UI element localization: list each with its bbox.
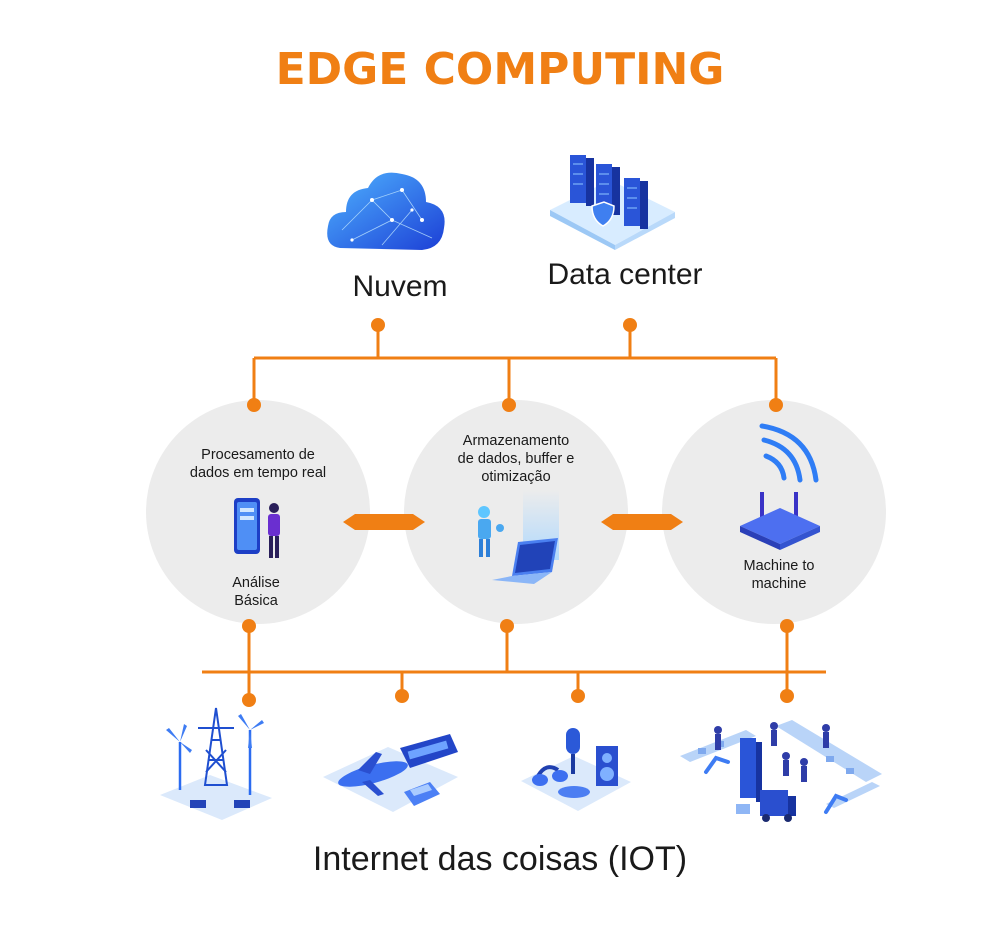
cloud-label: Nuvem (352, 270, 448, 303)
laptop-user-icon (478, 506, 558, 584)
cloud-icon (327, 172, 445, 250)
wind-energy-icon (160, 707, 272, 820)
datacenter-icon (550, 155, 675, 250)
page-title: EDGE COMPUTING (275, 44, 725, 95)
transport-icon (323, 734, 458, 812)
right-node-text: Machine to machine (743, 558, 815, 592)
tablet-user-icon (234, 498, 280, 558)
edge-node-center (404, 400, 628, 624)
center-node-text: Armazenamento de dados, buffer e otimiza… (457, 433, 575, 485)
audio-devices-icon (521, 728, 631, 811)
left-node-top-text: Procesamento de dados em tempo real (189, 447, 327, 481)
datacenter-label: Data center (547, 258, 703, 291)
wifi-router-icon (740, 423, 820, 550)
left-node-bottom-text: Análise Básica (232, 575, 280, 609)
iot-label: Internet das coisas (IOT) (312, 840, 688, 878)
smart-factory-icon (680, 720, 882, 822)
